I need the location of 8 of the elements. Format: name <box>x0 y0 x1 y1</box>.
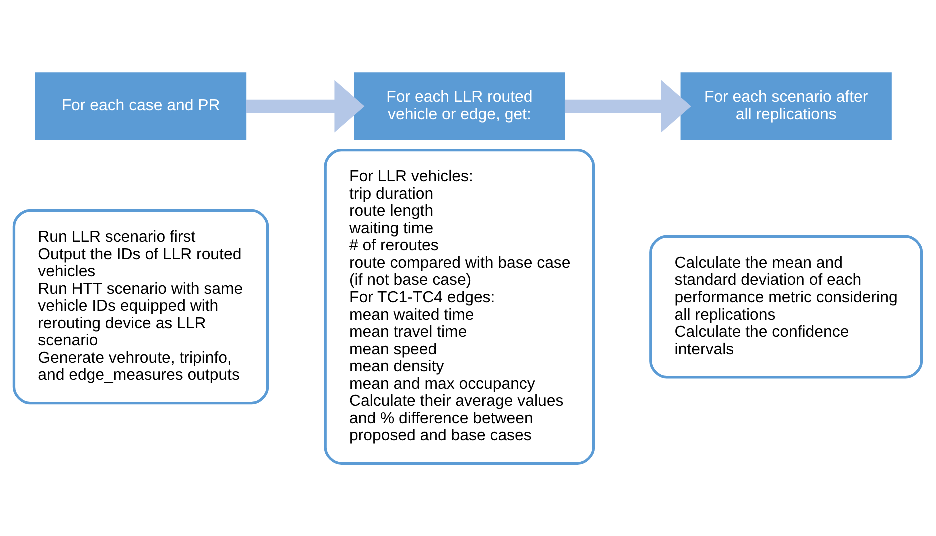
node-box: Run LLR scenario first Output the IDs of LLR routed vehicles Run HTT scenario with same vehicle IDs equipped with rerouting device as LLR scenario Generate vehroute, tripinfo, and edge_measures outputs <box>12 208 270 404</box>
node-box: Calculate the mean and standard deviation of each performance metric considering all replications Calculate the confidence intervals <box>650 234 924 378</box>
node-box: For each case and PR <box>35 72 247 140</box>
node-box: For each scenario after all replications <box>680 72 892 140</box>
node-box: For each LLR routed vehicle or edge, get: <box>354 72 566 140</box>
arrow <box>246 80 365 132</box>
arrow <box>564 80 692 132</box>
node-box: For LLR vehicles: trip duration route length waiting time # of reroutes route compared with base case (if not base case) For TC1-TC4 edges: mean waited time mean travel time mean speed mean density mean and max occupancy Calculate their average values and % difference between proposed and base cases <box>324 148 596 465</box>
